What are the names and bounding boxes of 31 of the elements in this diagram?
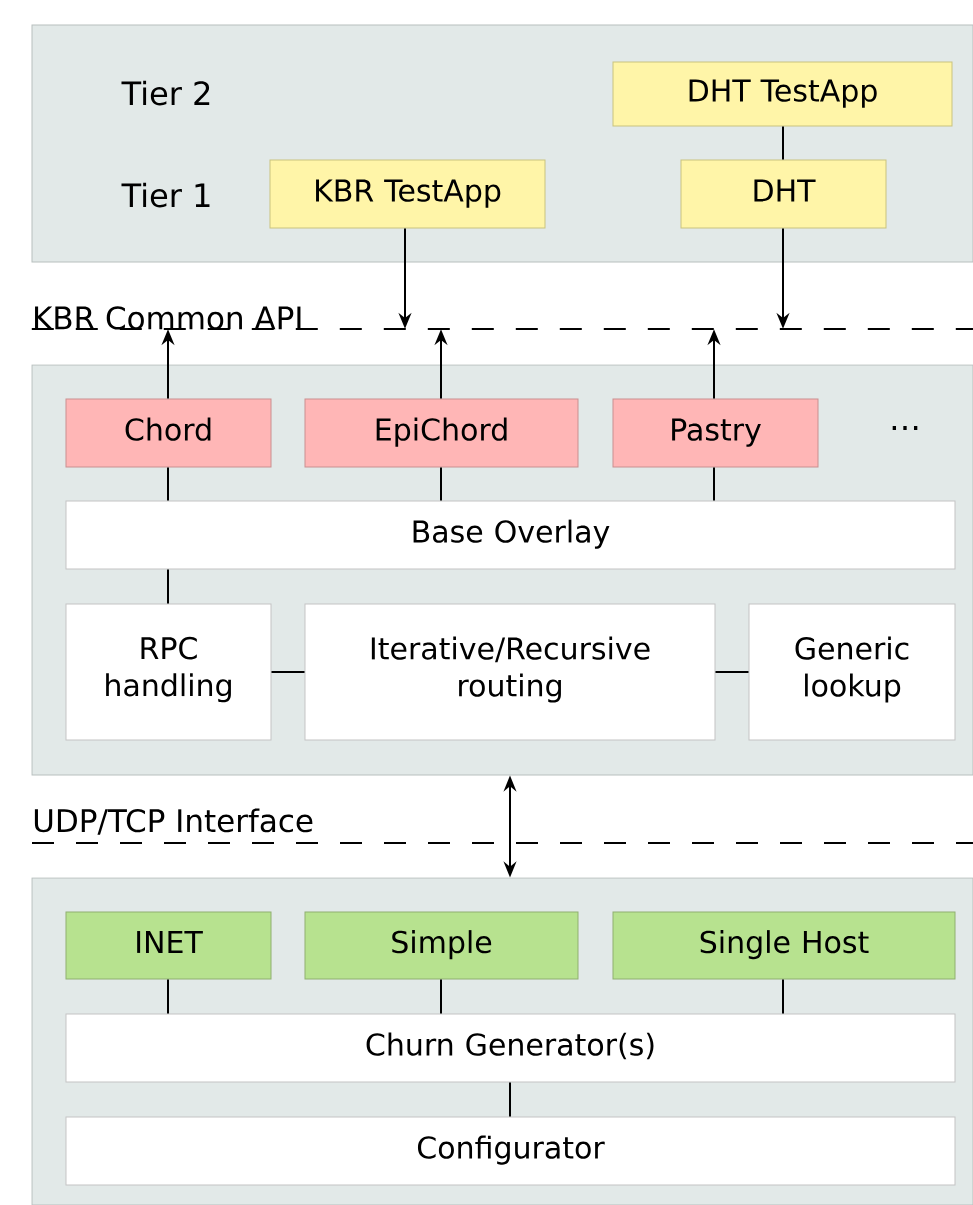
connector-line (782, 125, 784, 161)
underlay-box: Single Host (612, 911, 956, 980)
connector-line (713, 466, 715, 502)
connector-line (167, 978, 169, 1015)
connector-line (167, 568, 169, 605)
module-box: Churn Generator(s) (65, 1013, 956, 1083)
ellipsis: … (892, 426, 918, 430)
connector-line (440, 978, 442, 1015)
tier-label: Tier 1 (121, 182, 210, 208)
overlay-box: Chord (65, 398, 272, 468)
connector-line (782, 978, 784, 1015)
component-box: DHT (680, 159, 887, 229)
module-box: Configurator (65, 1116, 956, 1186)
module-box: Iterative/Recursive routing (304, 603, 716, 741)
connector-line (440, 466, 442, 502)
connector-line (509, 1081, 511, 1118)
module-box: Base Overlay (65, 500, 956, 570)
tier-label: Tier 2 (121, 80, 210, 106)
connector-line (270, 671, 306, 673)
connector-line (714, 671, 750, 673)
component-box: KBR TestApp (269, 159, 546, 229)
module-box: RPC handling (65, 603, 272, 741)
overlay-box: Pastry (612, 398, 819, 468)
component-box: DHT TestApp (612, 61, 953, 127)
module-box: Generic lookup (748, 603, 956, 741)
interface-line: KBR Common API (30, 306, 973, 330)
underlay-box: INET (65, 911, 272, 980)
underlay-box: Simple (304, 911, 579, 980)
interface-label: UDP/TCP Interface (30, 806, 316, 837)
connector-line (167, 466, 169, 502)
overlay-box: EpiChord (304, 398, 579, 468)
